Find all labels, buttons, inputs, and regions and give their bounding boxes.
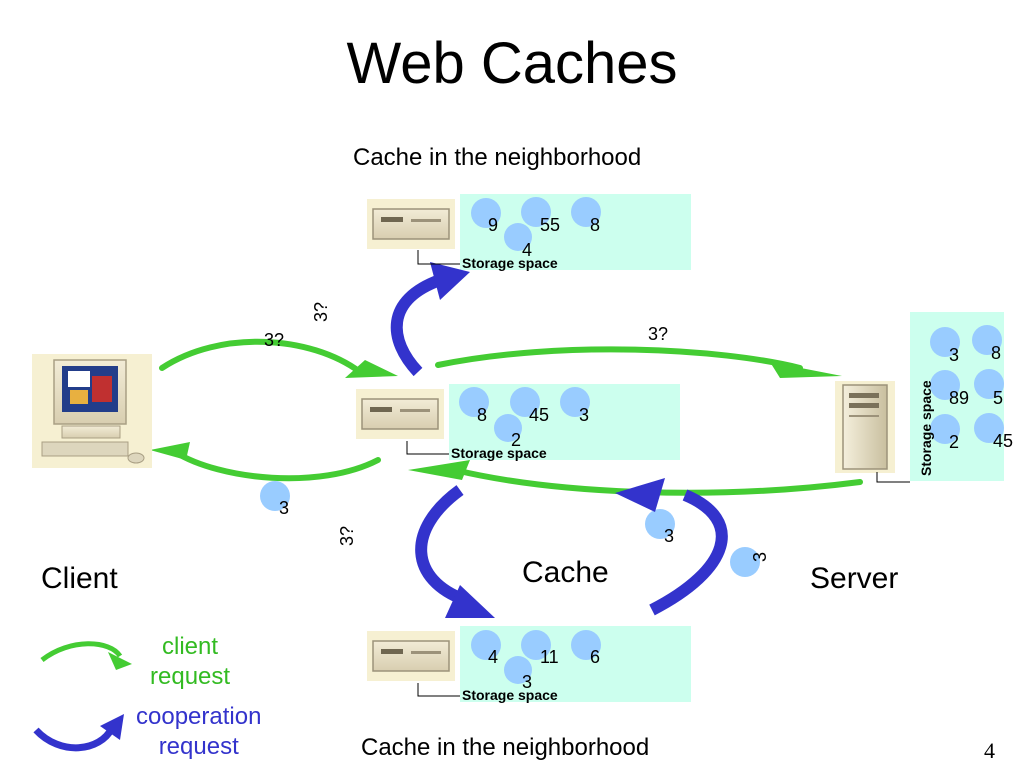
legend-cooperation-request-arrow	[33, 714, 124, 752]
bottom-storage-label: Storage space	[462, 687, 558, 703]
query-cache-to-top: 3?	[311, 301, 331, 322]
top-item-0: 9	[488, 215, 499, 235]
reply-to-client: 3	[279, 498, 290, 518]
middle-item-0: 8	[477, 405, 488, 425]
server-item-2: 89	[949, 388, 970, 408]
top-item-2: 8	[590, 215, 601, 235]
server-tower-icon	[835, 381, 895, 473]
middle-item-2: 3	[579, 405, 590, 425]
bottom-item-1: 11	[540, 647, 559, 667]
top-item-1: 55	[540, 215, 561, 235]
page-number: 4	[984, 738, 995, 763]
top-cache-caption: Cache in the neighborhood	[353, 144, 642, 171]
query-cache-to-bottom: 3?	[337, 525, 357, 546]
storage-connector-lines	[406, 250, 910, 697]
client-label: Client	[41, 562, 118, 595]
server-label: Server	[810, 562, 899, 595]
cache-label: Cache	[522, 556, 609, 589]
server-item-5: 45	[993, 431, 1014, 451]
server-item-4: 2	[949, 432, 960, 452]
query-client-to-cache: 3?	[264, 330, 285, 350]
legend-cooperation-request: cooperation request	[136, 702, 261, 762]
top-item-3: 4	[522, 240, 533, 260]
cooperation-request-arrows	[390, 274, 728, 616]
middle-cache-machine-icon	[356, 389, 444, 439]
bottom-item-0: 4	[488, 647, 499, 667]
slide-title: Web Caches	[346, 31, 678, 96]
cooperation-request-arrowheads	[430, 262, 665, 618]
client-request-arrowheads	[150, 360, 842, 480]
legend-client-line1: client	[162, 633, 219, 660]
server-item-0: 3	[949, 345, 960, 365]
client-computer-icon	[32, 354, 152, 468]
bottom-cache-caption: Cache in the neighborhood	[361, 734, 650, 761]
legend-client-request: client request	[150, 632, 230, 692]
top-cache-machine-icon	[367, 199, 455, 249]
storage-balls	[260, 197, 1004, 684]
middle-storage-label: Storage space	[451, 445, 547, 461]
legend-client-request-arrow	[40, 641, 132, 670]
server-item-1: 8	[991, 343, 1002, 363]
server-storage-label: Storage space	[918, 380, 934, 476]
reply-bottom-to-cache: 3	[750, 551, 770, 562]
legend-client-line2: request	[150, 663, 231, 690]
reply-on-return: 3	[664, 526, 675, 546]
middle-item-1: 45	[529, 405, 550, 425]
bottom-cache-machine-icon	[367, 631, 455, 681]
query-cache-to-server: 3?	[648, 324, 669, 344]
top-storage-label: Storage space	[462, 255, 558, 271]
legend-coop-line2: request	[158, 733, 239, 760]
middle-item-3: 2	[511, 430, 522, 450]
legend-coop-line1: cooperation	[136, 703, 262, 730]
server-item-3: 5	[993, 388, 1004, 408]
bottom-item-2: 6	[590, 647, 601, 667]
bottom-item-3: 3	[522, 672, 533, 692]
